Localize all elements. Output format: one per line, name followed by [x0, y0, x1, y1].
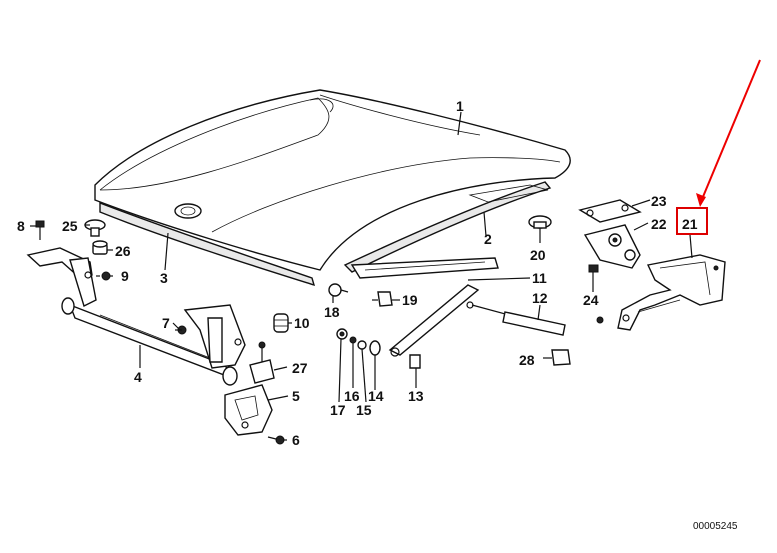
hood-lock-5	[224, 384, 273, 436]
bolt-9	[96, 271, 111, 281]
hinge-bracket-left	[26, 247, 97, 307]
highlight-box	[676, 207, 708, 235]
label-8: 8	[17, 218, 25, 234]
label-4: 4	[134, 369, 142, 385]
lock-bracket	[183, 304, 246, 369]
nut-17	[336, 328, 348, 340]
label-28: 28	[519, 352, 535, 368]
label-11: 11	[532, 270, 547, 286]
label-5: 5	[292, 388, 300, 404]
label-17: 17	[330, 402, 346, 418]
label-16: 16	[344, 388, 360, 404]
diagram-code: 00005245	[693, 521, 738, 532]
highlight-arrow-icon	[696, 59, 761, 207]
buffer-10	[273, 313, 289, 333]
label-23: 23	[651, 193, 667, 209]
clip-18	[328, 283, 349, 297]
bushing-14	[369, 340, 381, 356]
label-12: 12	[532, 290, 548, 306]
clip-25	[84, 219, 106, 237]
washer-15	[357, 340, 367, 350]
grommet-26	[92, 240, 108, 255]
label-25: 25	[62, 218, 78, 234]
clip-19	[372, 291, 393, 307]
label-13: 13	[408, 388, 424, 404]
label-27: 27	[292, 360, 308, 376]
label-21: 21	[682, 216, 698, 232]
rubber-stop-20	[528, 215, 552, 229]
hood-seal-strip	[343, 181, 552, 273]
label-20: 20	[530, 247, 546, 263]
label-6: 6	[292, 432, 300, 448]
bolt-7	[175, 325, 187, 335]
bolt-6	[267, 435, 285, 445]
emblem-icon	[174, 203, 202, 219]
label-24: 24	[583, 292, 599, 308]
part-labels: 1 2 3 4 5 6 7 8 9 10 11 12 13 14 15 16 1…	[17, 98, 698, 448]
label-9: 9	[121, 268, 129, 284]
hinge-arm-11	[350, 257, 499, 357]
bolt-24	[588, 264, 599, 285]
label-18: 18	[324, 304, 340, 320]
hinge-21	[617, 254, 726, 331]
screw-8	[35, 220, 45, 240]
label-15: 15	[356, 402, 372, 418]
label-1: 1	[456, 98, 464, 114]
label-26: 26	[115, 243, 131, 259]
label-10: 10	[294, 315, 310, 331]
washer-16	[349, 336, 357, 344]
release-lever-27	[249, 341, 275, 384]
clip-13	[409, 354, 421, 369]
grommet-28	[551, 349, 571, 366]
leader-lines	[30, 111, 693, 441]
label-14: 14	[368, 388, 384, 404]
gas-strut-4	[61, 297, 238, 386]
label-3: 3	[160, 270, 168, 286]
label-7: 7	[162, 315, 170, 331]
gas-spring-12	[466, 301, 566, 336]
hinge-22	[583, 224, 641, 269]
plate-23	[578, 199, 642, 223]
label-22: 22	[651, 216, 667, 232]
label-2: 2	[484, 231, 492, 247]
label-19: 19	[402, 292, 418, 308]
screw-21a	[596, 316, 604, 324]
